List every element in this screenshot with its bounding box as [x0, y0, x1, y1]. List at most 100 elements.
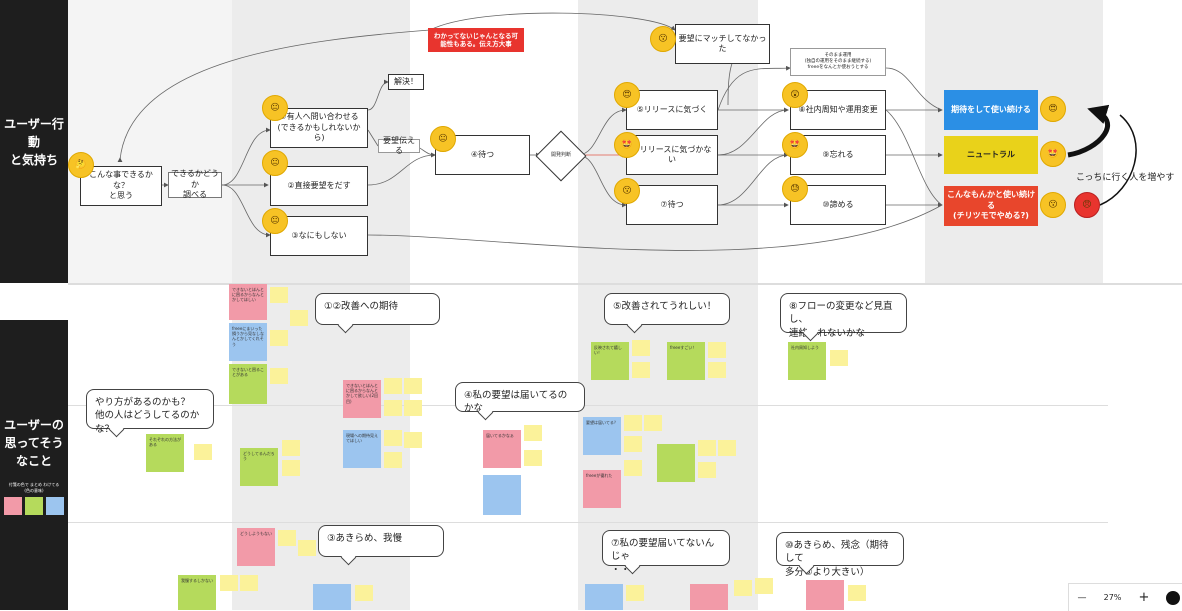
sticky-note[interactable] [806, 580, 844, 610]
sticky-note[interactable] [404, 432, 422, 448]
start-node[interactable]: こんな事できるかな？ と思う [80, 166, 162, 206]
top-note-node[interactable]: そのまま運用 (独自の運用をそのまま継続する) freeeをなんとか使おうとする [790, 48, 886, 76]
unnoticed-node[interactable]: ⑥リリースに気づかない [626, 135, 718, 175]
star-eyes-face-icon: 🤩 [1040, 141, 1066, 167]
sticky-note[interactable] [278, 530, 296, 546]
sticky-note[interactable] [755, 578, 773, 594]
sticky-note[interactable] [298, 540, 316, 556]
sticky-note[interactable] [290, 310, 308, 326]
outcome-neutral[interactable]: ニュートラル [944, 136, 1038, 174]
bubble-give-up[interactable]: ③あきらめ、我慢 [318, 525, 444, 557]
sticky-note[interactable] [708, 342, 726, 358]
sticky-note[interactable] [585, 584, 623, 610]
sticky-note[interactable]: 届いてるかなぁ [483, 430, 521, 468]
decision-label: 開発判断 [550, 152, 571, 158]
sticky-note[interactable] [270, 368, 288, 384]
sticky-note[interactable] [384, 430, 402, 446]
mismatch-node[interactable]: 要望にマッチしてなかった [675, 24, 770, 64]
bubble-other-ways[interactable]: やり方があるのかも？ 他の人はどうしてるのかな？ [86, 389, 214, 435]
sticky-note[interactable] [240, 575, 258, 591]
sad-face-icon: 😓 [782, 176, 808, 202]
outcome-reluctant[interactable]: こんなもんかと使い続ける (チリツモでやめる?) [944, 186, 1038, 226]
bubble-disappointed[interactable]: ⑩あきらめ、残念（期待して 多分③より大きい） [776, 532, 904, 578]
sticky-note[interactable]: どうしようもない [237, 528, 275, 566]
request-node[interactable]: 要望伝える [378, 136, 420, 155]
sticky-note[interactable] [384, 452, 402, 468]
bubble-not-reached[interactable]: ⑦私の要望届いてないんじゃ ・・・ [602, 530, 730, 576]
resolved-node[interactable]: 解決！ [388, 74, 424, 90]
heart-eyes-face-icon: 😍 [1040, 96, 1066, 122]
sticky-note[interactable] [282, 440, 300, 456]
direct-node[interactable]: ②直接要望をだす [270, 166, 368, 206]
warning-note[interactable]: わかってないじゃんとなる可 能性もある。伝え方大事 [428, 28, 524, 52]
ask-node[interactable]: ①有人へ問い合わせる (できるかもしれないから) [270, 108, 368, 148]
sticky-note[interactable] [384, 378, 402, 394]
sticky-note[interactable] [632, 340, 650, 356]
sticky-note[interactable] [483, 475, 521, 515]
sticky-note[interactable] [848, 585, 866, 601]
wait2-node[interactable]: ⑦待つ [626, 185, 718, 225]
sticky-note[interactable] [384, 400, 402, 416]
sticky-note[interactable] [657, 444, 695, 482]
sticky-note[interactable] [282, 460, 300, 476]
bubble-improvement[interactable]: ①②改善への期待 [315, 293, 440, 325]
sticky-note[interactable]: 社内周知しよう [788, 342, 826, 380]
check-node[interactable]: できるかどうか 調べる [168, 169, 222, 199]
sticky-note[interactable] [708, 362, 726, 378]
sticky-note[interactable]: freeeすごい！ [667, 342, 705, 380]
sticky-note[interactable] [626, 585, 644, 601]
sticky-note[interactable]: 我慢するしかない [178, 575, 216, 610]
sticky-note[interactable] [355, 585, 373, 601]
sticky-note[interactable] [830, 350, 848, 366]
sticky-note[interactable] [624, 460, 642, 476]
sticky-note[interactable] [624, 436, 642, 452]
bubble-request-reached[interactable]: ④私の要望は届いてるのかな [455, 382, 585, 414]
sticky-note[interactable] [690, 584, 728, 610]
sticky-note[interactable]: それぞれの方法がある [146, 434, 184, 472]
sticky-note[interactable]: freeeが優れた [583, 470, 621, 508]
sticky-note[interactable] [698, 462, 716, 478]
star-eyes-face-icon: 🤩 [782, 132, 808, 158]
sticky-note[interactable]: 反映されて嬉しい！ [591, 342, 629, 380]
sticky-note[interactable]: できないと困ることがある [229, 364, 267, 404]
zoom-in-button[interactable]: + [1138, 590, 1150, 605]
top-area-bg [68, 0, 232, 283]
legend-pink-swatch [4, 496, 22, 515]
thinking-face-icon: 🤔 [68, 152, 94, 178]
row-divider-3 [68, 522, 1108, 523]
zoom-out-button[interactable]: — [1077, 592, 1087, 603]
sticky-note[interactable] [270, 287, 288, 303]
sticky-note[interactable] [524, 450, 542, 466]
sticky-note[interactable]: freeeにまいった損うから見なしなんとかしてくれそう [229, 323, 267, 361]
sticky-note[interactable]: 現場への期待見えてほしい [343, 430, 381, 468]
sticky-note[interactable] [698, 440, 716, 456]
color-legend [4, 496, 64, 515]
neutral-face-icon: 😐 [262, 95, 288, 121]
legend-caption: 付箋の色で まとめ わけてる (色の意味) [8, 481, 60, 493]
sticky-note[interactable]: どうしてるんだろう [240, 448, 278, 486]
sticky-note[interactable] [404, 378, 422, 394]
sticky-note[interactable] [718, 440, 736, 456]
notice-node[interactable]: ⑤リリースに気づく [626, 90, 718, 130]
sticky-note[interactable]: できないとほんとに困るからなんとかしてほしい [229, 284, 267, 320]
neutral-face-icon: 😐 [262, 208, 288, 234]
sticky-note[interactable] [220, 575, 238, 591]
sticky-note[interactable] [734, 580, 752, 596]
outcome-keep-using[interactable]: 期待をして使い続ける [944, 90, 1038, 130]
change-node[interactable]: ⑧社内周知や運用変更 [790, 90, 886, 130]
sticky-note[interactable] [194, 444, 212, 460]
legend-blue-swatch [46, 496, 64, 515]
sticky-note[interactable] [270, 330, 288, 346]
bubble-flow-change[interactable]: ⑧フローの変更など見直し、 連絡もれないかな [780, 293, 907, 339]
sticky-note[interactable]: 要望は届いてる？ [583, 417, 621, 455]
sticky-note[interactable] [644, 415, 662, 431]
sticky-note[interactable]: できないとほんとに困るからなんとかして欲しい(2回目) [343, 380, 381, 418]
sticky-note[interactable] [313, 584, 351, 610]
sticky-note[interactable] [404, 400, 422, 416]
sticky-note[interactable] [632, 362, 650, 378]
bubble-happy[interactable]: ⑤改善されてうれしい！ [604, 293, 730, 325]
help-icon[interactable] [1166, 590, 1181, 605]
sticky-note[interactable] [624, 415, 642, 431]
sticky-note[interactable] [524, 425, 542, 441]
